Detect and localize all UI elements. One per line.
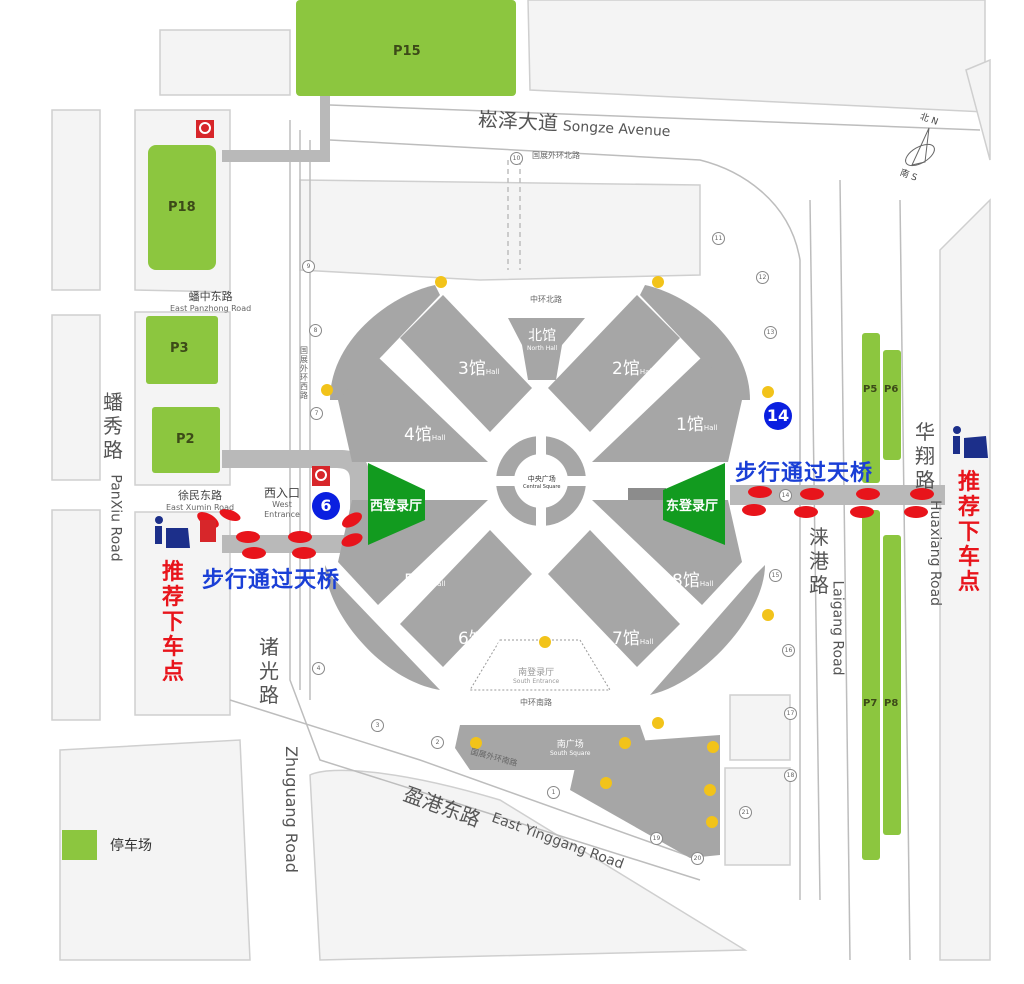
parking-label-p3: P3 (170, 341, 189, 356)
hall-3-label: 3馆Hall (458, 359, 500, 379)
road-middle-north: 中环北路 (530, 295, 562, 304)
parking-markers (321, 276, 774, 828)
walk-bridge-label-west: 步行通过天桥 (202, 568, 341, 593)
west-entrance-hall-shape (368, 463, 425, 545)
hall-1-label: 1馆Hall (676, 415, 718, 435)
central-square (490, 430, 592, 530)
road-zhuguang-cn: 诸光路 (259, 635, 279, 707)
road-marker: 19 (650, 832, 663, 845)
hall-7-label: 7馆Hall (612, 629, 654, 649)
road-marker: 12 (756, 271, 769, 284)
west-entrance-hall-label: 西登录厅 (370, 499, 423, 514)
road-marker: 14 (779, 489, 792, 502)
hall-6-label: 6馆Hall (458, 629, 500, 649)
road-zhuguang-en: Zhuguang Road (281, 746, 301, 873)
parking-label-p2: P2 (176, 432, 195, 447)
dropoff-car-icon (155, 426, 988, 548)
halls-gray (325, 285, 765, 858)
road-marker: 15 (769, 569, 782, 582)
road-marker: 18 (784, 769, 797, 782)
road-marker: 3 (371, 719, 384, 732)
legend-parking-label: 停车场 (110, 838, 152, 854)
gate-14-badge: 14 (764, 402, 792, 430)
compass-icon (905, 127, 935, 167)
road-marker: 4 (312, 662, 325, 675)
road-marker: 9 (302, 260, 315, 273)
east-entrance-hall-label: 东登录厅 (666, 499, 719, 514)
hall-4-label: 4馆Hall (404, 425, 446, 445)
parking-label-p7: P7 (863, 698, 878, 709)
road-panxiu-cn: 蟠秀路 (103, 390, 123, 462)
footprints (197, 486, 934, 559)
road-marker: 21 (739, 806, 752, 819)
parking-label-p8: P8 (884, 698, 899, 709)
south-entrance-outline (469, 639, 611, 691)
road-marker: 10 (510, 152, 523, 165)
road-marker: 17 (784, 707, 797, 720)
road-lines (229, 104, 981, 961)
road-outer-north: 国展外环北路 (532, 151, 580, 160)
road-marker: 2 (431, 736, 444, 749)
metro-icon (196, 120, 330, 542)
road-marker: 8 (309, 324, 322, 337)
road-marker: 1 (547, 786, 560, 799)
parking-label-p18: P18 (168, 200, 196, 215)
road-panxiu-en: PanXiu Road (107, 474, 124, 562)
gate-6-badge: 6 (312, 492, 340, 520)
road-marker: 20 (691, 852, 704, 865)
road-marker: 16 (782, 644, 795, 657)
road-outer-west: 国展外环西路 (300, 346, 308, 400)
road-huaxiang-en: Huaxiang Road (927, 499, 944, 607)
hall-2-label: 2馆Hall (612, 359, 654, 379)
dropoff-label-west: 推荐下车点 (161, 560, 184, 685)
road-laigang-cn: 涞港路 (809, 525, 829, 597)
road-laigang-en: Laigang Road (829, 580, 846, 676)
hall-8-label: 8馆Hall (672, 571, 714, 591)
dropoff-label-east: 推荐下车点 (957, 470, 980, 595)
city-blocks (51, 0, 991, 961)
walk-bridge-label-east: 步行通过天桥 (735, 461, 874, 486)
road-middle-south: 中环南路 (520, 698, 552, 707)
road-marker: 13 (764, 326, 777, 339)
parking-label-p15: P15 (393, 44, 421, 59)
road-huaxiang-cn: 华翔路 (915, 420, 935, 492)
east-entrance-hall-shape (663, 463, 725, 545)
parking-label-p5: P5 (863, 384, 878, 395)
road-marker: 7 (310, 407, 323, 420)
road-marker: 11 (712, 232, 725, 245)
parking-label-p6: P6 (884, 384, 899, 395)
parking-lots (62, 0, 901, 860)
hall-5-label: 5馆Hall (404, 571, 446, 591)
